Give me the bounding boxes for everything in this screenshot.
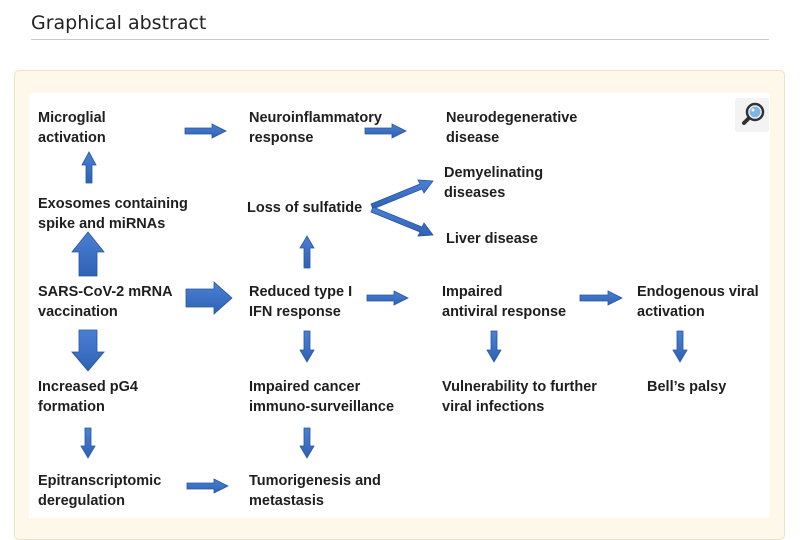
arrow-sulfatide-to-demyelinating — [370, 179, 434, 210]
title-divider — [31, 39, 769, 40]
arrow-pg4-to-epitranscriptomic — [80, 427, 96, 459]
arrow-antiviral-to-endogenous — [579, 290, 623, 306]
node-bells-palsy: Bell’s palsy — [647, 379, 727, 395]
page-title: Graphical abstract — [31, 12, 207, 34]
abstract-figure — [29, 93, 770, 518]
arrow-vaccination-to-exosomes — [71, 231, 105, 277]
arrow-cancer-to-tumorigenesis — [299, 427, 315, 459]
magnifier-icon[interactable] — [735, 98, 769, 132]
arrow-endogenous-to-bells-palsy — [672, 330, 688, 363]
arrow-sulfatide-to-liver — [370, 206, 434, 237]
node-loss-of-sulfatide: Loss of sulfatide — [247, 200, 363, 216]
arrow-vaccination-to-ifn — [185, 281, 233, 315]
arrow-epitranscriptomic-to-tumorigenesis — [186, 478, 229, 494]
arrow-ifn-to-cancer-surveillance — [299, 330, 315, 363]
arrow-antiviral-to-vulnerability — [486, 330, 502, 363]
arrow-ifn-to-sulfatide — [299, 235, 315, 269]
arrow-vaccination-to-pg4 — [71, 329, 105, 372]
arrow-ifn-to-impaired-antiviral — [366, 290, 409, 306]
node-liver-disease: Liver disease — [446, 231, 538, 247]
arrow-neuroinflammatory-to-neurodegenerative — [364, 123, 407, 139]
arrow-microglial-to-neuroinflammatory — [184, 123, 227, 139]
arrow-exosomes-to-microglial — [81, 151, 97, 184]
